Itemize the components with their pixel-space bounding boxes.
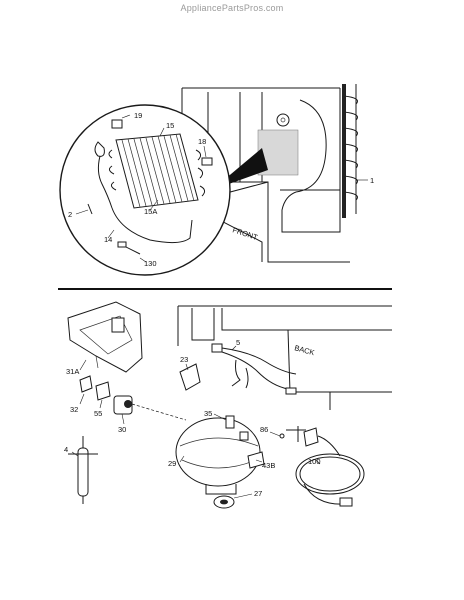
back-label: BACK: [293, 343, 315, 357]
part-18-block: [201, 157, 213, 166]
label-5: 5: [236, 338, 240, 347]
label-2: 2: [68, 210, 72, 219]
zoom-circle: [59, 104, 231, 276]
label-55: 55: [94, 409, 102, 418]
label-1: 1: [370, 176, 374, 185]
label-15A: 15A: [144, 207, 157, 216]
label-14: 14: [104, 235, 112, 244]
part-30-overload: [113, 395, 133, 415]
label-4: 4: [64, 445, 68, 454]
label-86: 86: [260, 425, 268, 434]
relay-cover: [179, 363, 201, 391]
part-32: [79, 375, 93, 393]
part-100-tubing: [295, 435, 365, 507]
label-100: 100: [308, 457, 321, 466]
label-29: 29: [168, 459, 176, 468]
label-31A: 31A: [66, 367, 79, 376]
label-15: 15: [166, 121, 174, 130]
lower-housing: [177, 305, 392, 410]
wiring-harness: [211, 343, 297, 395]
part-86-fitting: [279, 426, 319, 447]
label-19: 19: [134, 111, 142, 120]
label-18: 18: [198, 137, 206, 146]
watermark: AppliancePartsPros.com: [180, 3, 284, 13]
label-35: 35: [204, 409, 212, 418]
part-31A-housing: [67, 301, 143, 373]
evaporator-assembly: [108, 133, 206, 209]
label-23: 23: [180, 355, 188, 364]
part-27-grommet: [213, 495, 235, 509]
part-43B: [247, 451, 265, 469]
label-30: 30: [118, 425, 126, 434]
front-label: FRONT: [231, 225, 259, 242]
part-4-drier: [68, 436, 98, 504]
label-130: 130: [144, 259, 157, 268]
label-32: 32: [70, 405, 78, 414]
part-19-block: [111, 119, 123, 129]
condenser-coil: [342, 84, 358, 218]
label-27: 27: [254, 489, 262, 498]
part-55: [95, 381, 111, 401]
part-29-compressor: [175, 415, 261, 495]
label-43B: 43B: [262, 461, 275, 470]
